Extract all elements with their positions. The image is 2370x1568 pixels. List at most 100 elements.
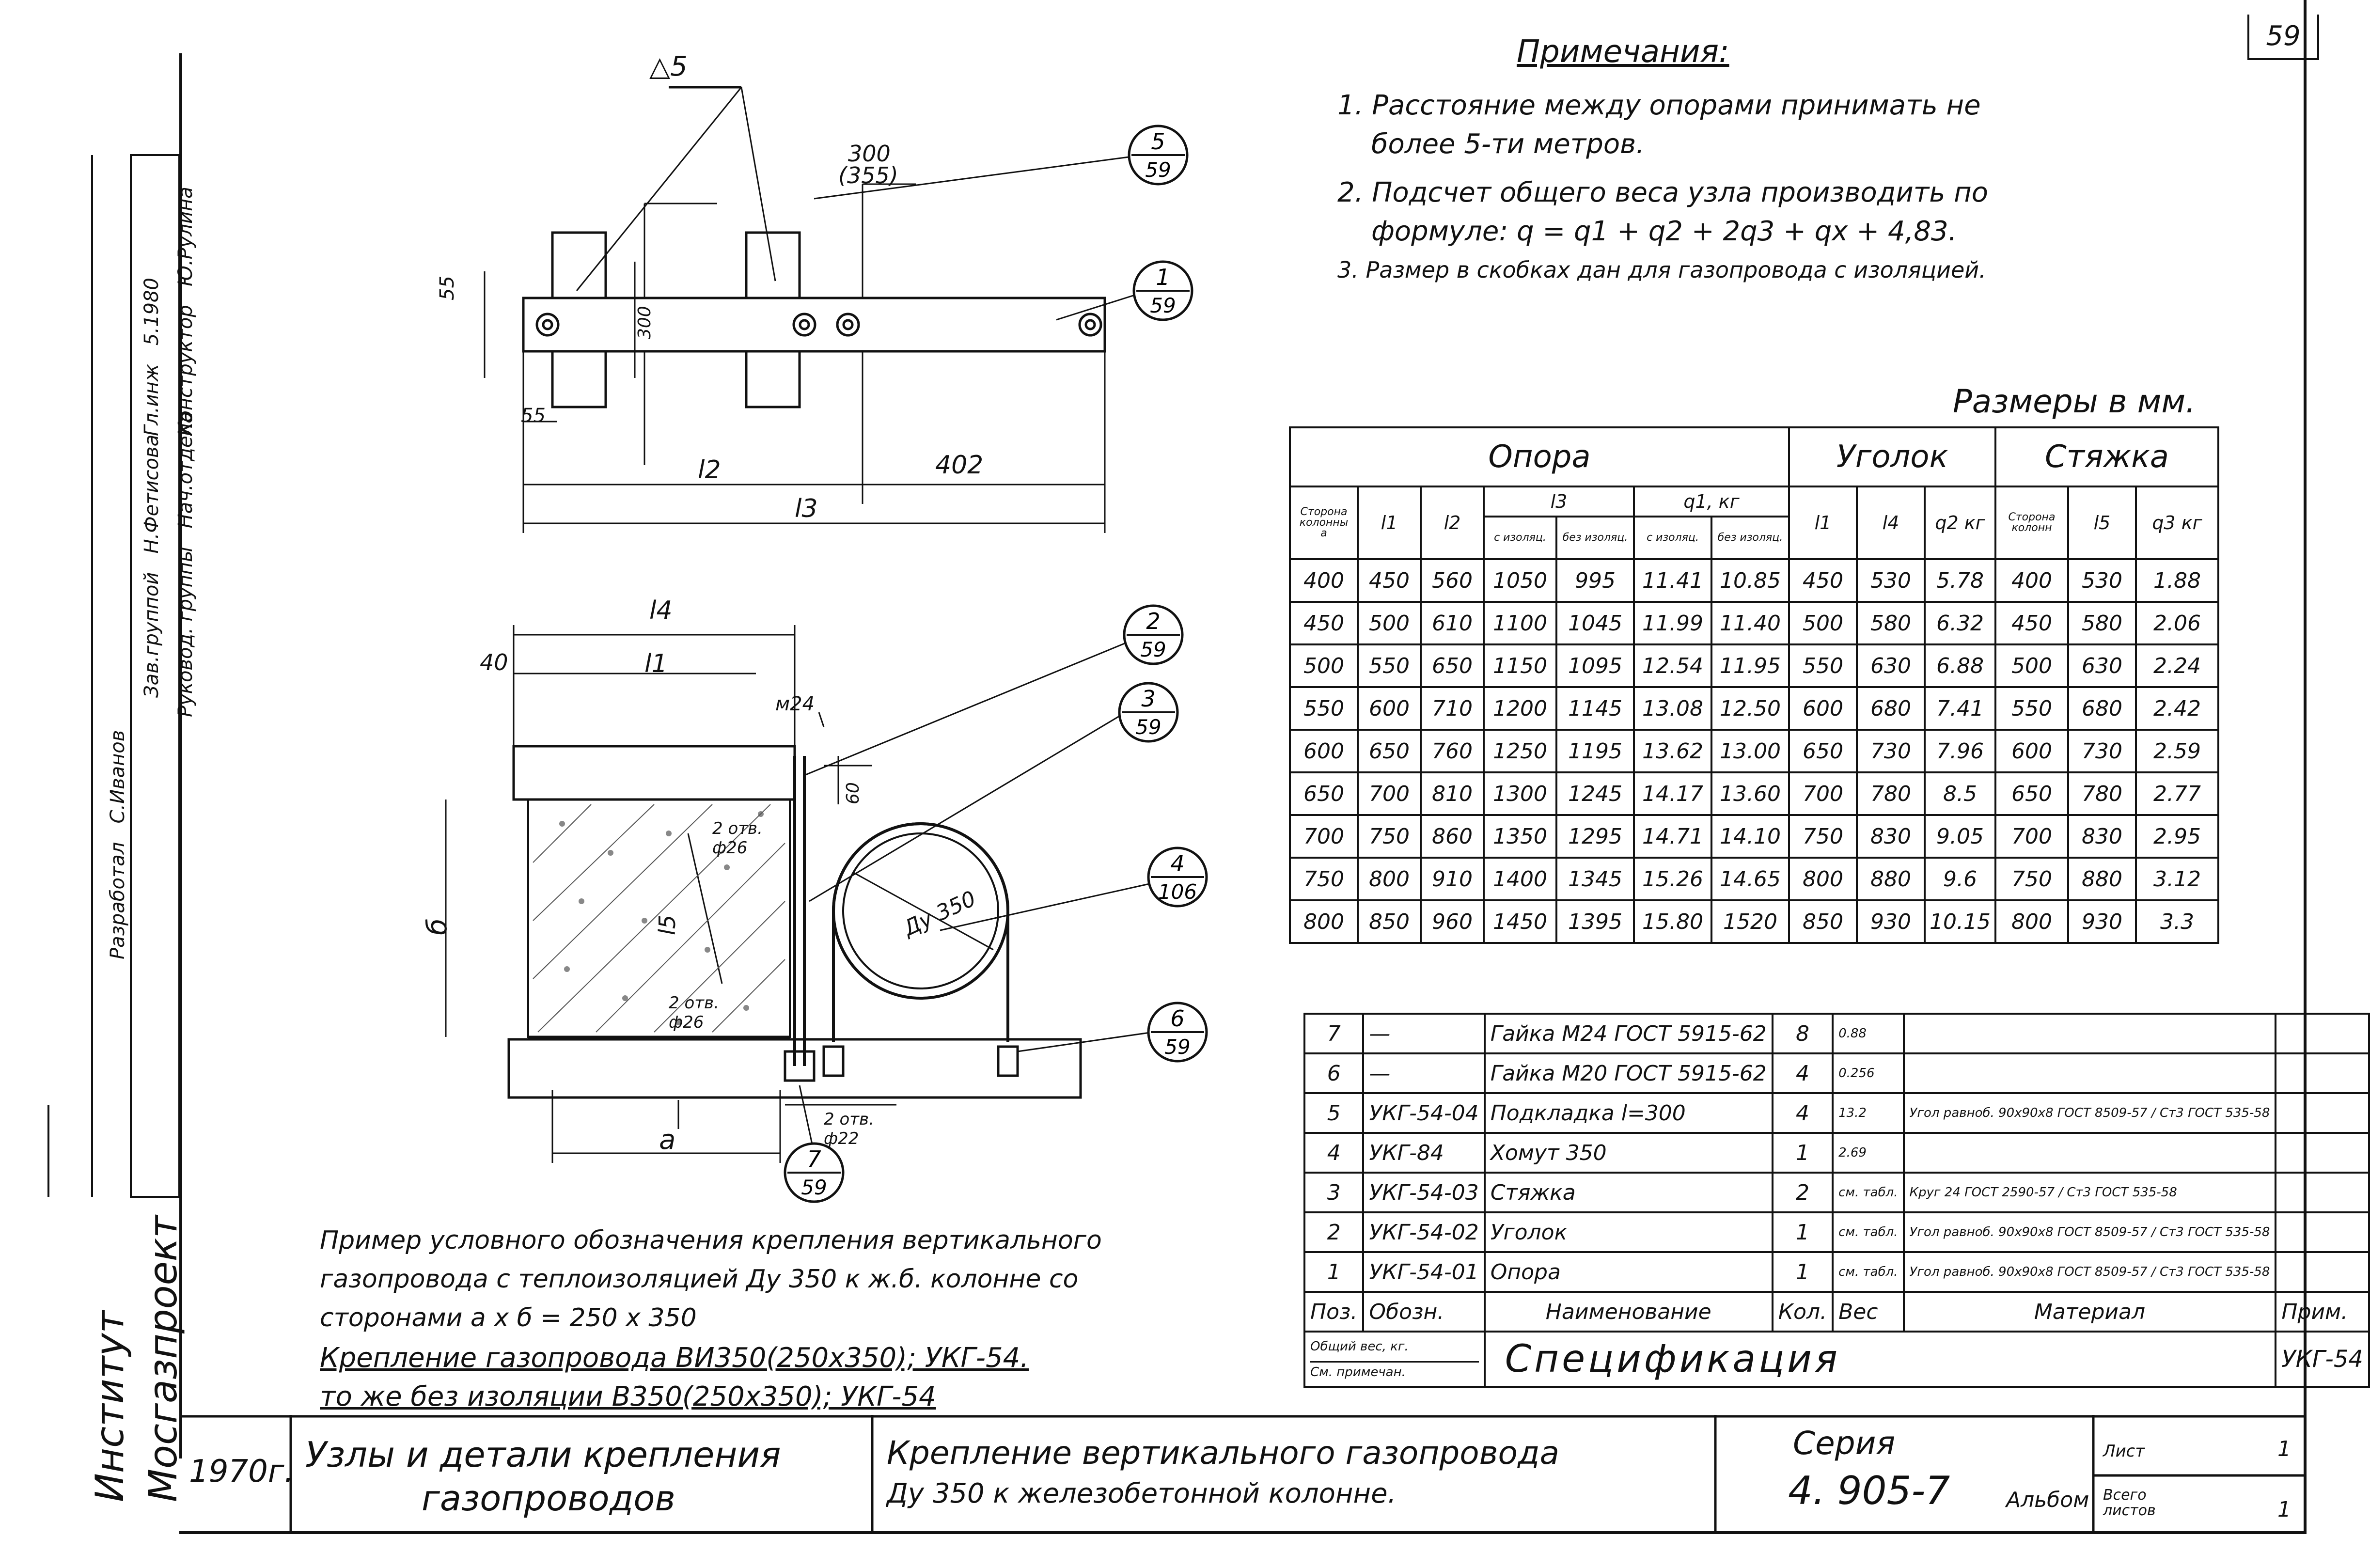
dimension-cell: 1300 <box>1483 771 1557 816</box>
dimension-cell: 500 <box>1357 601 1422 645</box>
spec-cell-code: УКГ-54-03 <box>1362 1172 1486 1213</box>
dimension-cell: 710 <box>1420 686 1485 731</box>
hdr-l3-without: без изоляц. <box>1555 516 1635 560</box>
bolt-1 <box>535 313 560 337</box>
dimension-cell: 7.41 <box>1924 686 1996 731</box>
label-b: б <box>422 918 453 935</box>
spec-cell-weight: см. табл. <box>1832 1211 1905 1253</box>
side-stamp-grid <box>47 154 180 1198</box>
dimension-cell: 2.77 <box>2135 771 2219 816</box>
subject-line-1: Узлы и детали крепления <box>305 1434 781 1475</box>
label-l3: l3 <box>795 494 818 523</box>
dimension-cell: 610 <box>1420 601 1485 645</box>
total-label: Всего листов <box>2103 1487 2156 1519</box>
callout-sheet: 59 <box>1140 638 1166 661</box>
spec-cell-material <box>1902 1013 2277 1054</box>
dimension-cell: 580 <box>1856 601 1926 645</box>
clamp <box>832 822 1009 1042</box>
label-40: 40 <box>480 649 508 675</box>
spec-hdr-code: Обозн. <box>1362 1291 1486 1333</box>
spec-cell-weight: см. табл. <box>1832 1251 1905 1293</box>
spec-cell-material <box>1902 1132 2277 1174</box>
hdr-l1: l1 <box>1357 486 1422 560</box>
dimension-cell: 750 <box>1289 857 1359 901</box>
spec-cell-code: УКГ-84 <box>1362 1132 1486 1174</box>
weld-triangle-icon: △ <box>649 51 671 82</box>
dimension-cell: 2.06 <box>2135 601 2219 645</box>
dimension-cell: 14.71 <box>1633 814 1712 859</box>
dimension-cell: 650 <box>1788 729 1858 773</box>
dim-355-top: (355) <box>838 162 898 188</box>
dimension-cell: 1345 <box>1555 857 1635 901</box>
dimension-cell: 11.99 <box>1633 601 1712 645</box>
dimension-cell: 630 <box>1856 643 1926 688</box>
dimension-cell: 650 <box>1420 643 1485 688</box>
hdr-tie-l5: l5 <box>2067 486 2137 560</box>
pipe-inner <box>842 832 999 989</box>
callout-2: 259 <box>1123 604 1184 665</box>
hdr-q1-without: без изоляц. <box>1711 516 1790 560</box>
spec-cell-qty: 4 <box>1771 1092 1834 1134</box>
label-l2: l2 <box>698 455 721 485</box>
spec-cell-note <box>2275 1132 2370 1174</box>
hdr-l2: l2 <box>1420 486 1485 560</box>
dimension-cell: 2.95 <box>2135 814 2219 859</box>
dimension-cell: 500 <box>1788 601 1858 645</box>
hdr-corner-l4: l4 <box>1856 486 1926 560</box>
dimension-cell: 14.17 <box>1633 771 1712 816</box>
dimension-cell: 12.50 <box>1711 686 1790 731</box>
notes-title: Примечания: <box>1517 34 1729 70</box>
spec-hdr-material: Материал <box>1902 1291 2277 1333</box>
dimension-cell: 910 <box>1420 857 1485 901</box>
dimension-cell: 1.88 <box>2135 558 2219 603</box>
spec-cell-pos: 7 <box>1303 1013 1365 1054</box>
dimension-cell: 810 <box>1420 771 1485 816</box>
dimension-cell: 780 <box>1856 771 1926 816</box>
label-l5: l5 <box>654 914 680 935</box>
dimension-cell: 1200 <box>1483 686 1557 731</box>
title-block: 1970г. Узлы и детали крепления газопрово… <box>179 1415 2307 1534</box>
dimension-cell: 400 <box>1289 558 1359 603</box>
nut-left <box>822 1045 845 1077</box>
dimension-cell: 13.62 <box>1633 729 1712 773</box>
spec-cell-material: Угол равноб. 90х90х8 ГОСТ 8509-57 / Ст3 … <box>1902 1251 2277 1293</box>
dimension-cell: 400 <box>1994 558 2069 603</box>
frame-right <box>2304 0 2307 1534</box>
hdr-side: Сторона колонны а <box>1289 486 1359 560</box>
dimension-cell: 1050 <box>1483 558 1557 603</box>
dimension-cell: 730 <box>1856 729 1926 773</box>
spec-total-weight-label: Общий вес, кг. <box>1310 1339 1409 1354</box>
hdr-corner-l1: l1 <box>1788 486 1858 560</box>
spec-cell-qty: 1 <box>1771 1132 1834 1174</box>
spec-see-note-label: См. примечан. <box>1310 1361 1479 1379</box>
dimension-cell: 750 <box>1994 857 2069 901</box>
spec-hdr-note: Прим. <box>2275 1291 2370 1333</box>
spec-hdr-qty: Кол. <box>1771 1291 1834 1333</box>
dimension-cell: 700 <box>1994 814 2069 859</box>
group-tie: Стяжка <box>1994 426 2219 487</box>
callout-number: 7 <box>807 1146 821 1172</box>
dimension-cell: 2.42 <box>2135 686 2219 731</box>
spec-cell-name: Гайка М24 ГОСТ 5915-62 <box>1483 1013 1774 1054</box>
hdr-l3: l3 <box>1483 486 1635 517</box>
dimension-cell: 1195 <box>1555 729 1635 773</box>
spec-cell-weight: 13.2 <box>1832 1092 1905 1134</box>
dimension-cell: 780 <box>2067 771 2137 816</box>
callout-sheet: 59 <box>801 1176 827 1199</box>
dimension-cell: 450 <box>1994 601 2069 645</box>
example-line-1: Пример условного обозначения крепления в… <box>320 1226 1102 1255</box>
spec-cell-name: Хомут 350 <box>1483 1132 1774 1174</box>
dimensions-table: Опора Уголок Стяжка Сторона колонны а l1… <box>1289 426 2219 944</box>
dimension-cell: 630 <box>2067 643 2137 688</box>
dimension-cell: 2.59 <box>2135 729 2219 773</box>
dimension-cell: 15.26 <box>1633 857 1712 901</box>
